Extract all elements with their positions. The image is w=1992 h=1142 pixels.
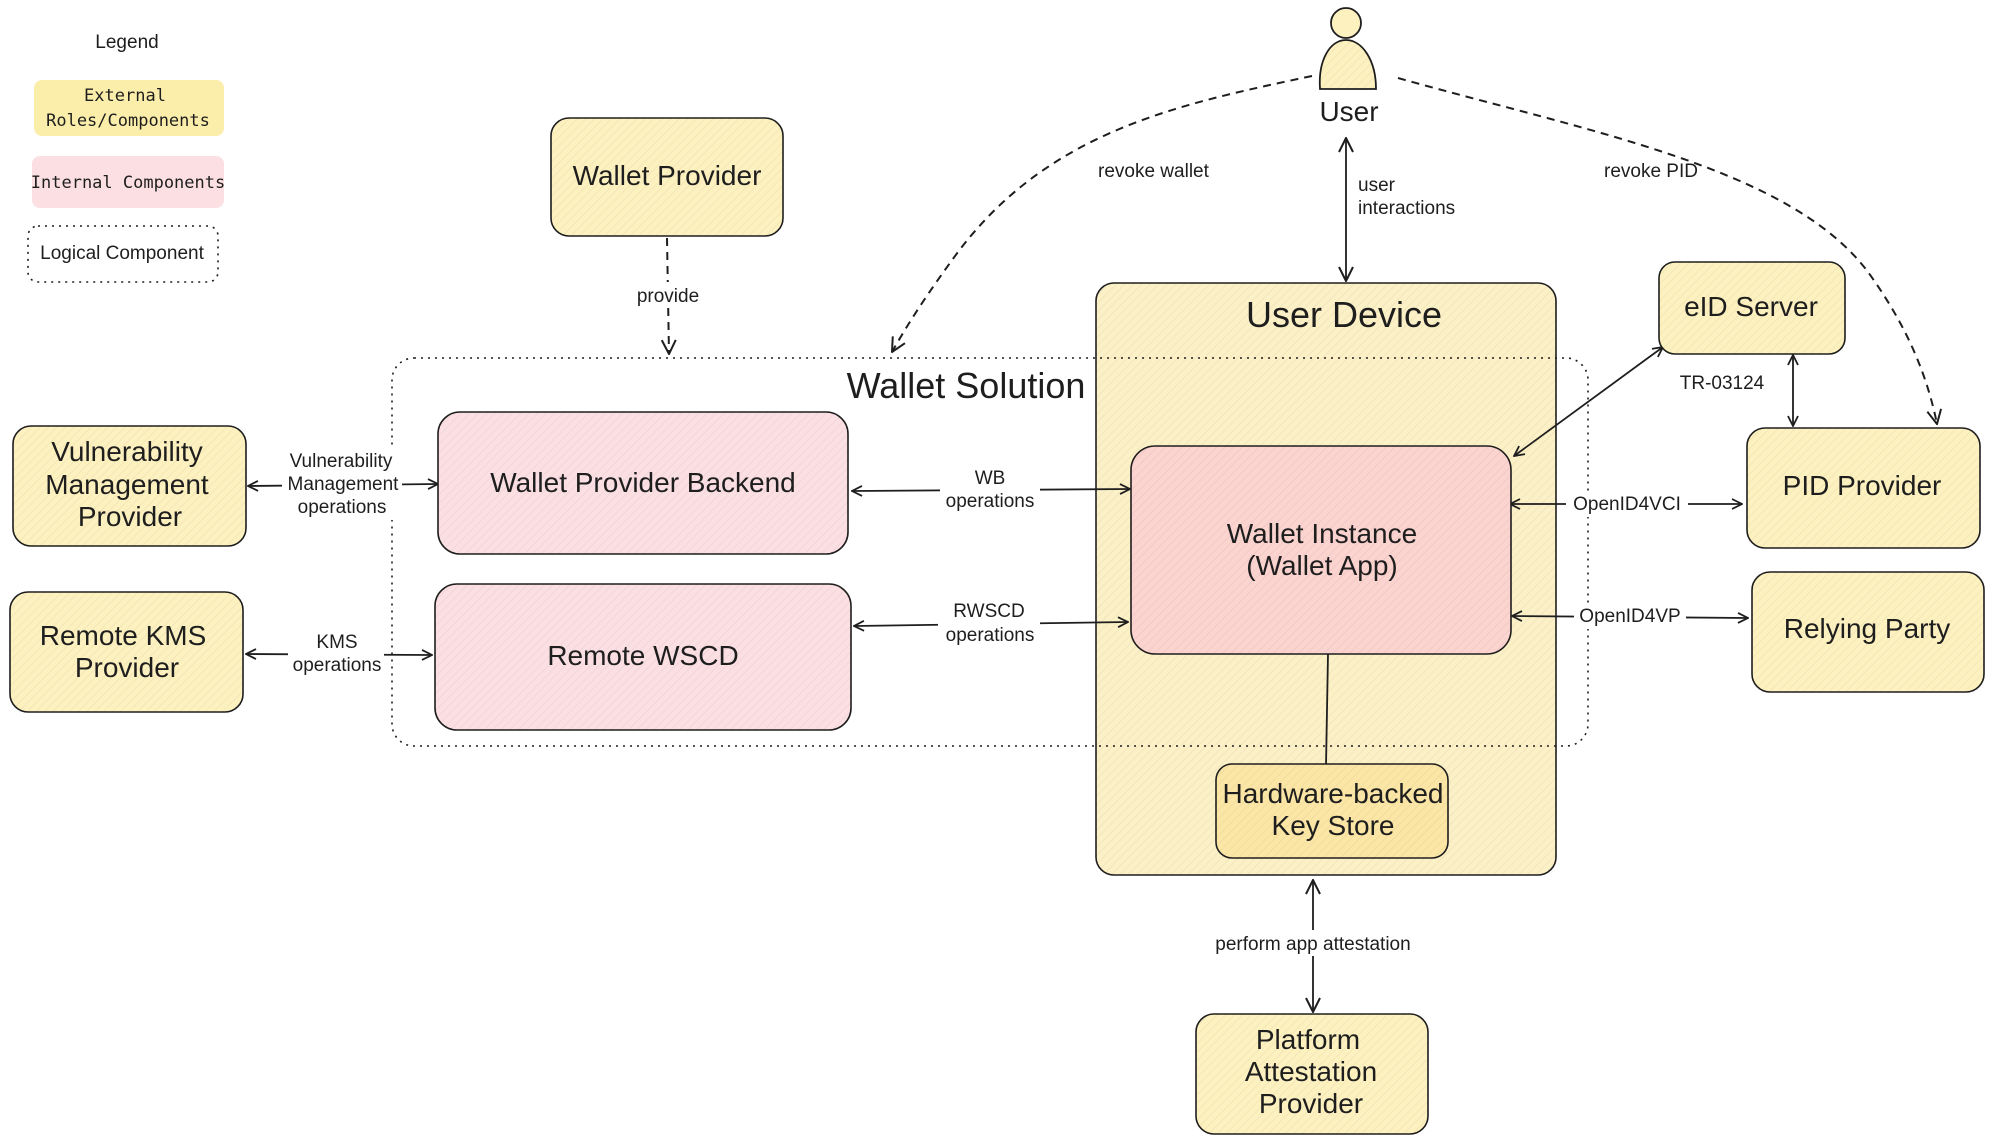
node-vuln-label-line1: Vulnerability	[51, 436, 202, 467]
node-wallet-provider-label: Wallet Provider	[573, 160, 762, 191]
wallet-solution-title: Wallet Solution	[847, 365, 1086, 406]
edge-label-kms-ops-line1: KMS	[316, 632, 357, 653]
node-pid-provider[interactable]: PID Provider	[1746, 427, 1981, 549]
legend-logical-label: Logical Component	[40, 243, 204, 264]
node-wallet-instance[interactable]: Wallet Instance (Wallet App)	[1130, 445, 1512, 655]
node-kms-label-line2: Provider	[75, 652, 179, 683]
node-vulnerability-provider[interactable]: Vulnerability Management Provider	[12, 425, 247, 547]
node-platform-line1: Platform	[1256, 1024, 1360, 1055]
edge-label-user-interactions-line1: user	[1358, 175, 1396, 196]
node-relying-party[interactable]: Relying Party	[1751, 571, 1985, 693]
legend-title: Legend	[95, 32, 158, 53]
edge-label-vuln-ops-line1: Vulnerability	[290, 451, 393, 472]
edge-label-openid4vp: OpenID4VP	[1579, 606, 1680, 627]
edge-label-app-attestation: perform app attestation	[1215, 934, 1410, 955]
edge-eid-wallet	[1514, 347, 1663, 456]
node-backend-label: Wallet Provider Backend	[490, 467, 796, 498]
edge-label-revoke-wallet: revoke wallet	[1098, 161, 1210, 182]
node-platform-attestation-provider[interactable]: Platform Attestation Provider	[1195, 1013, 1429, 1135]
edge-label-wb-ops-line2: operations	[946, 491, 1035, 512]
node-wallet-instance-line1: Wallet Instance	[1227, 518, 1417, 549]
edges: revoke wallet revoke PID user interactio…	[246, 75, 1937, 1012]
node-remote-wscd[interactable]: Remote WSCD	[434, 583, 852, 731]
node-vuln-label-line3: Provider	[78, 501, 182, 532]
node-platform-line3: Provider	[1259, 1088, 1363, 1119]
edge-label-provide: provide	[637, 286, 699, 307]
edge-wallet-keystore	[1325, 653, 1329, 767]
node-remote-kms-provider[interactable]: Remote KMS Provider	[9, 591, 244, 713]
node-hardware-keystore[interactable]: Hardware-backed Key Store	[1215, 763, 1449, 859]
node-keystore-line1: Hardware-backed	[1223, 778, 1444, 809]
node-platform-line2: Attestation	[1245, 1056, 1377, 1087]
node-wallet-provider-backend[interactable]: Wallet Provider Backend	[437, 411, 849, 555]
edge-label-kms-ops-line2: operations	[293, 655, 382, 676]
edge-label-vuln-ops-line2: Management	[288, 474, 400, 495]
legend-internal-label: Internal Components	[31, 173, 225, 193]
node-wscd-label: Remote WSCD	[547, 640, 738, 671]
legend: Legend External Roles/Components Interna…	[27, 32, 225, 283]
legend-external-swatch	[34, 80, 224, 136]
edge-revoke-pid	[1397, 77, 1937, 424]
node-wallet-instance-line2: (Wallet App)	[1246, 550, 1397, 581]
edge-label-wb-ops-line1: WB	[975, 468, 1006, 489]
user-icon	[1318, 7, 1377, 90]
node-eid-server-label: eID Server	[1684, 291, 1818, 322]
legend-external-label-line2: Roles/Components	[46, 111, 210, 131]
node-pid-provider-label: PID Provider	[1783, 470, 1942, 501]
edge-label-vuln-ops-line3: operations	[298, 497, 387, 518]
node-relying-party-label: Relying Party	[1784, 613, 1951, 644]
wallet-solution-container: Wallet Solution	[391, 357, 1589, 747]
node-eid-server[interactable]: eID Server	[1658, 261, 1846, 355]
legend-internal-swatch	[32, 156, 224, 208]
edge-label-rwscd-ops-line1: RWSCD	[953, 601, 1024, 622]
node-kms-label-line1: Remote KMS	[40, 620, 207, 651]
legend-logical-swatch	[27, 225, 219, 283]
node-vuln-label-line2: Management	[45, 469, 209, 500]
edge-label-tr03124: TR-03124	[1680, 373, 1765, 394]
edge-label-revoke-pid: revoke PID	[1604, 161, 1698, 182]
edge-label-openid4vci: OpenID4VCI	[1573, 494, 1681, 515]
edge-label-rwscd-ops-line2: operations	[946, 625, 1035, 646]
edge-revoke-wallet	[892, 75, 1313, 352]
node-keystore-line2: Key Store	[1272, 810, 1395, 841]
edge-label-user-interactions-line2: interactions	[1358, 198, 1455, 219]
user-device-title: User Device	[1246, 294, 1442, 335]
node-wallet-provider[interactable]: Wallet Provider	[550, 117, 784, 237]
user-label: User	[1319, 96, 1378, 127]
user-actor[interactable]: User	[1318, 7, 1379, 127]
legend-external-label-line1: External	[84, 86, 166, 106]
